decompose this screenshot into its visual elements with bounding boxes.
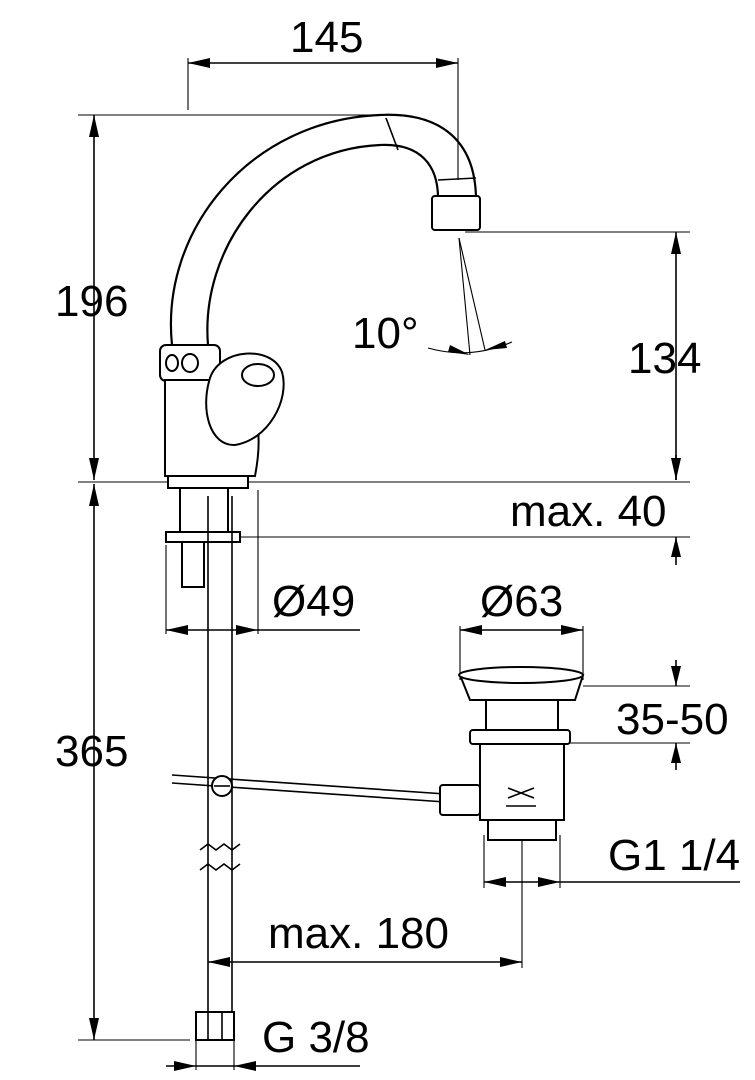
dim-drain-thread-label: G1 1/4 xyxy=(608,831,740,880)
dim-connection-thread-label: G 3/8 xyxy=(262,1013,370,1062)
dim-width-top-label: 145 xyxy=(290,13,363,62)
dim-base-diameter-label: Ø49 xyxy=(272,577,355,626)
faucet xyxy=(159,113,481,1041)
dim-max-thickness-label: max. 40 xyxy=(510,487,667,536)
dim-pipe-length-label: 365 xyxy=(55,727,128,776)
dimension-lines xyxy=(78,58,740,1071)
dim-drain-diameter-label: Ø63 xyxy=(480,577,563,626)
dim-drain-range-label: 35-50 xyxy=(616,695,729,744)
dim-height-spout-label: 196 xyxy=(55,277,128,326)
dim-rod-length-label: max. 180 xyxy=(268,909,449,958)
dim-spout-angle-label: 10° xyxy=(352,309,419,358)
drain xyxy=(458,666,585,841)
dim-spout-height-label: 134 xyxy=(628,334,701,383)
popup-rod xyxy=(171,774,481,816)
